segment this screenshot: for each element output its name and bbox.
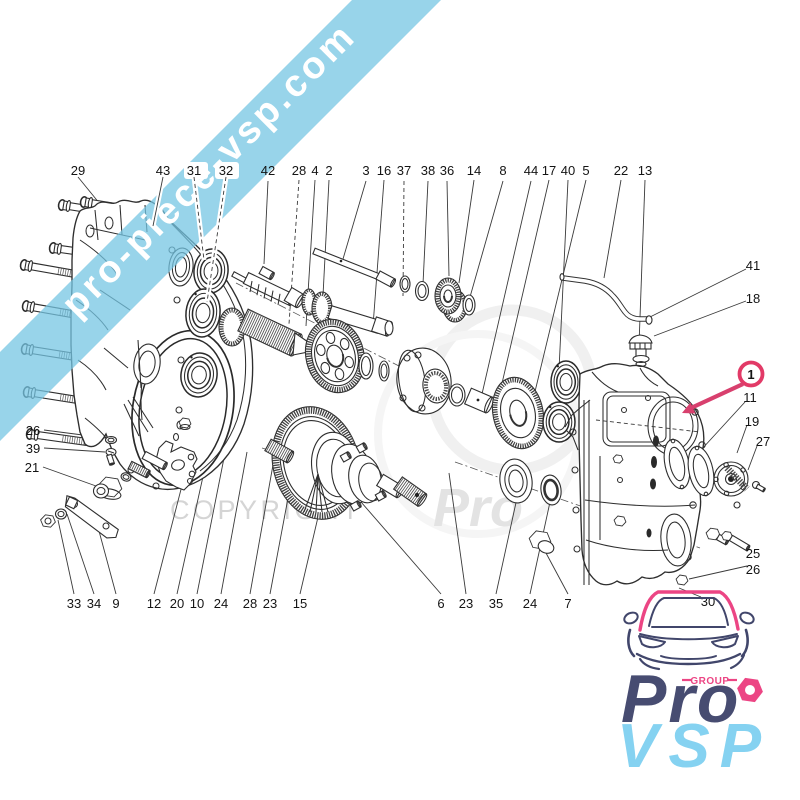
svg-text:41: 41 [746,258,760,273]
svg-text:19: 19 [745,414,759,429]
svg-text:23: 23 [263,596,277,611]
svg-text:26: 26 [26,423,40,438]
svg-text:6: 6 [437,596,444,611]
svg-text:35: 35 [489,596,503,611]
svg-text:13: 13 [638,163,652,178]
svg-text:27: 27 [756,434,770,449]
svg-text:16: 16 [377,163,391,178]
svg-text:26: 26 [746,562,760,577]
svg-text:37: 37 [397,163,411,178]
svg-text:18: 18 [746,291,760,306]
svg-text:40: 40 [561,163,575,178]
svg-text:25: 25 [746,546,760,561]
svg-text:24: 24 [523,596,537,611]
svg-text:36: 36 [440,163,454,178]
svg-text:2: 2 [325,163,332,178]
svg-text:GROUP: GROUP [690,676,729,687]
svg-text:44: 44 [524,163,538,178]
svg-text:20: 20 [170,596,184,611]
svg-text:23: 23 [459,596,473,611]
svg-text:12: 12 [147,596,161,611]
svg-text:28: 28 [292,163,306,178]
svg-text:34: 34 [87,596,101,611]
svg-text:VSP: VSP [617,712,771,781]
svg-text:21: 21 [25,460,39,475]
svg-text:32: 32 [219,163,233,178]
svg-text:28: 28 [243,596,257,611]
svg-text:42: 42 [261,163,275,178]
svg-text:22: 22 [614,163,628,178]
svg-text:29: 29 [71,163,85,178]
svg-text:8: 8 [499,163,506,178]
svg-text:39: 39 [26,441,40,456]
svg-text:30: 30 [701,594,715,609]
svg-text:43: 43 [156,163,170,178]
svg-text:33: 33 [67,596,81,611]
svg-text:7: 7 [564,596,571,611]
svg-text:24: 24 [214,596,228,611]
svg-text:11: 11 [743,390,757,405]
svg-text:31: 31 [187,163,201,178]
svg-text:5: 5 [582,163,589,178]
svg-text:38: 38 [421,163,435,178]
svg-text:1: 1 [747,367,754,382]
svg-text:9: 9 [112,596,119,611]
svg-text:Pro: Pro [621,661,740,737]
svg-text:3: 3 [362,163,369,178]
svg-text:17: 17 [542,163,556,178]
svg-text:10: 10 [190,596,204,611]
svg-text:15: 15 [293,596,307,611]
svg-text:4: 4 [311,163,318,178]
svg-text:14: 14 [467,163,481,178]
